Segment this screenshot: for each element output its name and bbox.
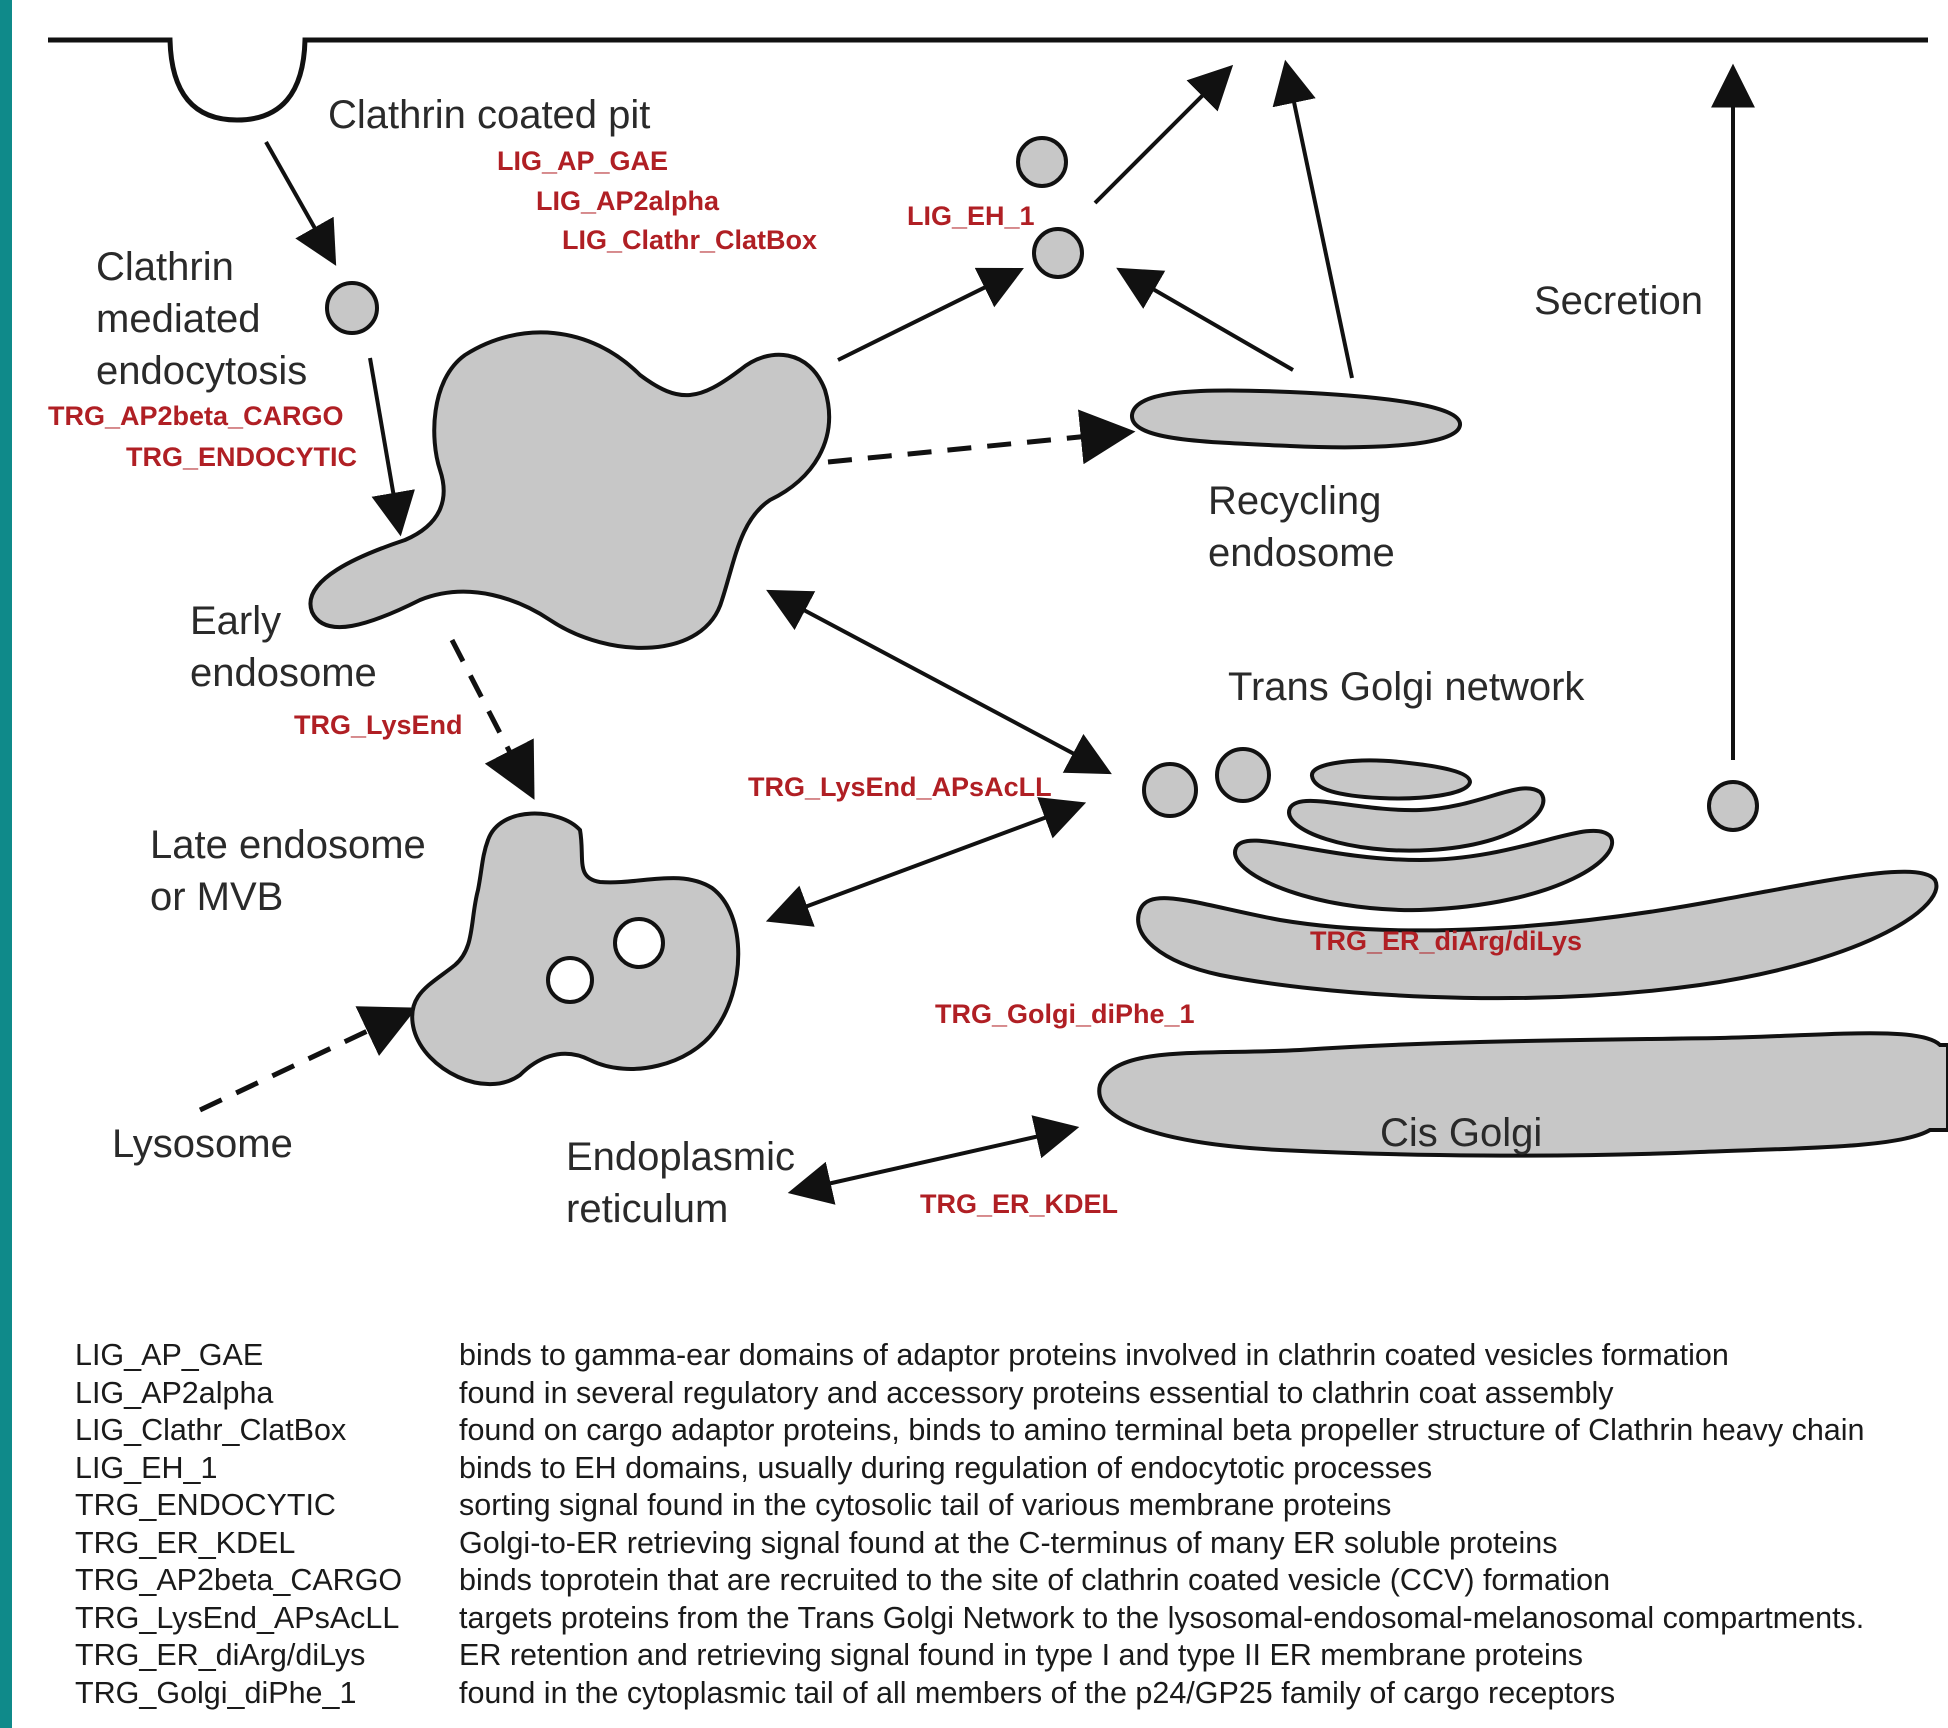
motif-legend: LIG_AP_GAE binds to gamma-ear domains of… bbox=[75, 1337, 1935, 1712]
legend-motif-description: binds to EH domains, usually during regu… bbox=[459, 1450, 1432, 1488]
label-early-endosome-line1: Early bbox=[190, 599, 281, 643]
legend-row: LIG_Clathr_ClatBox found on cargo adapto… bbox=[75, 1412, 1935, 1450]
endocytic-vesicle bbox=[327, 283, 377, 333]
label-early-endosome-line2: endosome bbox=[190, 651, 377, 695]
label-er-line2: reticulum bbox=[566, 1187, 728, 1231]
legend-row: LIG_AP2alpha found in several regulatory… bbox=[75, 1375, 1935, 1413]
legend-row: TRG_ER_diArg/diLys ER retention and retr… bbox=[75, 1637, 1935, 1675]
golgi-cisterna-1 bbox=[1312, 761, 1470, 799]
legend-row: TRG_ER_KDEL Golgi-to-ER retrieving signa… bbox=[75, 1525, 1935, 1563]
recycling-vesicle-bottom bbox=[1034, 229, 1082, 277]
legend-row: LIG_AP_GAE binds to gamma-ear domains of… bbox=[75, 1337, 1935, 1375]
motif-trg-golgi-diphe-1: TRG_Golgi_diPhe_1 bbox=[935, 999, 1195, 1029]
motif-trg-er-kdel: TRG_ER_KDEL bbox=[920, 1189, 1118, 1219]
recycling-endosome-shape bbox=[1132, 390, 1460, 447]
label-cme-line1: Clathrin bbox=[96, 245, 234, 289]
legend-motif-name: LIG_AP_GAE bbox=[75, 1337, 459, 1375]
legend-row: LIG_EH_1 binds to EH domains, usually du… bbox=[75, 1450, 1935, 1488]
label-cis-golgi: Cis Golgi bbox=[1380, 1111, 1542, 1155]
legend-motif-description: binds toprotein that are recruited to th… bbox=[459, 1562, 1610, 1600]
motif-lig-eh-1: LIG_EH_1 bbox=[907, 201, 1035, 231]
label-secretion: Secretion bbox=[1534, 279, 1703, 323]
motif-trg-lysend: TRG_LysEnd bbox=[294, 710, 463, 740]
legend-motif-description: sorting signal found in the cytosolic ta… bbox=[459, 1487, 1391, 1525]
motif-trg-endocytic: TRG_ENDOCYTIC bbox=[126, 442, 357, 472]
legend-motif-name: TRG_AP2beta_CARGO bbox=[75, 1562, 459, 1600]
label-clathrin-coated-pit: Clathrin coated pit bbox=[328, 93, 650, 137]
motif-trg-er-diarg-dilys: TRG_ER_diArg/diLys bbox=[1310, 926, 1582, 956]
legend-motif-name: TRG_LysEnd_APsAcLL bbox=[75, 1600, 459, 1638]
legend-motif-description: binds to gamma-ear domains of adaptor pr… bbox=[459, 1337, 1729, 1375]
recycling-vesicle-top bbox=[1018, 138, 1066, 186]
arrow-vesicle-to-early-endosome bbox=[370, 358, 400, 532]
legend-motif-description: targets proteins from the Trans Golgi Ne… bbox=[459, 1600, 1864, 1638]
tgn-vesicle-1 bbox=[1144, 764, 1196, 816]
arrow-early-to-recycling-dashed bbox=[828, 432, 1130, 462]
label-cme-line2: mediated bbox=[96, 297, 261, 341]
legend-motif-description: found on cargo adaptor proteins, binds t… bbox=[459, 1412, 1865, 1450]
arrow-recycling-to-membrane bbox=[1286, 64, 1352, 378]
trafficking-diagram: Clathrin coated pit Clathrin mediated en… bbox=[0, 0, 1948, 1330]
label-lysosome: Lysosome bbox=[112, 1122, 293, 1166]
mvb-internal-vesicle-1 bbox=[548, 958, 592, 1002]
legend-motif-description: found in the cytoplasmic tail of all mem… bbox=[459, 1675, 1615, 1713]
arrow-lysosome-to-late-dashed bbox=[200, 1010, 412, 1110]
legend-motif-name: TRG_ER_KDEL bbox=[75, 1525, 459, 1563]
arrow-early-to-recycling-vesicle bbox=[838, 270, 1020, 360]
legend-motif-name: TRG_Golgi_diPhe_1 bbox=[75, 1675, 459, 1713]
label-recycling-endosome-line2: endosome bbox=[1208, 531, 1395, 575]
label-late-endosome-line2: or MVB bbox=[150, 875, 283, 919]
label-cme-line3: endocytosis bbox=[96, 349, 307, 393]
legend-motif-name: TRG_ENDOCYTIC bbox=[75, 1487, 459, 1525]
arrow-er-golgi bbox=[792, 1128, 1075, 1192]
legend-row: TRG_LysEnd_APsAcLL targets proteins from… bbox=[75, 1600, 1935, 1638]
legend-row: TRG_AP2beta_CARGO binds toprotein that a… bbox=[75, 1562, 1935, 1600]
arrow-early-to-late-dashed bbox=[452, 640, 532, 795]
motif-lig-clathr-clatbox: LIG_Clathr_ClatBox bbox=[562, 225, 817, 255]
label-trans-golgi-network: Trans Golgi network bbox=[1228, 665, 1585, 709]
label-late-endosome-line1: Late endosome bbox=[150, 823, 426, 867]
arrow-vesicle-to-membrane bbox=[1095, 68, 1230, 203]
arrow-early-tgn bbox=[770, 592, 1108, 772]
secretory-vesicle bbox=[1709, 782, 1757, 830]
legend-motif-description: ER retention and retrieving signal found… bbox=[459, 1637, 1583, 1675]
legend-motif-name: LIG_Clathr_ClatBox bbox=[75, 1412, 459, 1450]
legend-row: TRG_ENDOCYTIC sorting signal found in th… bbox=[75, 1487, 1935, 1525]
legend-row: TRG_Golgi_diPhe_1 found in the cytoplasm… bbox=[75, 1675, 1935, 1713]
label-recycling-endosome-line1: Recycling bbox=[1208, 479, 1381, 523]
arrow-pit-to-vesicle bbox=[266, 142, 334, 262]
motif-lig-ap-gae: LIG_AP_GAE bbox=[497, 146, 668, 176]
early-endosome-shape bbox=[310, 332, 829, 647]
late-endosome-shape bbox=[412, 814, 738, 1085]
label-er-line1: Endoplasmic bbox=[566, 1135, 795, 1179]
arrow-recycling-to-vesicle bbox=[1120, 270, 1293, 370]
legend-motif-name: TRG_ER_diArg/diLys bbox=[75, 1637, 459, 1675]
motif-lig-ap2alpha: LIG_AP2alpha bbox=[536, 186, 720, 216]
legend-motif-name: LIG_AP2alpha bbox=[75, 1375, 459, 1413]
legend-motif-description: Golgi-to-ER retrieving signal found at t… bbox=[459, 1525, 1558, 1563]
motif-trg-lysend-apsacll: TRG_LysEnd_APsAcLL bbox=[748, 772, 1052, 802]
legend-motif-description: found in several regulatory and accessor… bbox=[459, 1375, 1614, 1413]
legend-motif-name: LIG_EH_1 bbox=[75, 1450, 459, 1488]
motif-trg-ap2beta-cargo: TRG_AP2beta_CARGO bbox=[48, 401, 344, 431]
tgn-vesicle-2 bbox=[1217, 749, 1269, 801]
arrow-late-tgn bbox=[770, 804, 1082, 920]
mvb-internal-vesicle-2 bbox=[615, 919, 663, 967]
